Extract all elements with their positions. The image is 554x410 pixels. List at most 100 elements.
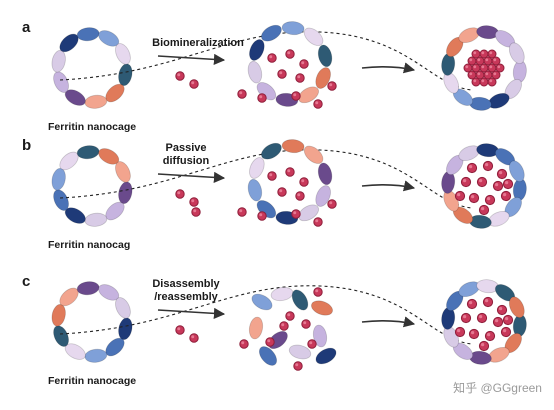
cage-label: Ferritin nanocage — [48, 121, 136, 133]
particle-highlight — [469, 72, 473, 76]
particle-highlight — [191, 335, 195, 339]
particle-highlight — [489, 79, 493, 83]
red-nanoparticle-icon — [189, 197, 199, 207]
particle-highlight — [487, 333, 491, 337]
particle-highlight — [471, 195, 475, 199]
red-nanoparticle-icon — [189, 79, 199, 89]
particle-highlight — [463, 179, 467, 183]
ferritin-subunit-icon — [298, 86, 319, 104]
method-label: Passive — [166, 142, 207, 154]
ferritin-subunit-icon — [98, 284, 120, 301]
particle-highlight — [301, 179, 305, 183]
red-nanoparticle-icon — [313, 287, 323, 297]
red-nanoparticle-icon — [175, 325, 185, 335]
method-label: Disassembly — [152, 278, 220, 290]
particle-highlight — [471, 331, 475, 335]
particle-highlight — [295, 363, 299, 367]
right-arrow-icon — [157, 307, 226, 319]
ferritin-subunit-icon — [118, 317, 133, 341]
particle-highlight — [465, 65, 469, 69]
ferritin-subunit-icon — [64, 343, 86, 360]
particle-highlight — [493, 58, 497, 62]
red-nanoparticle-icon — [460, 312, 472, 324]
particle-highlight — [457, 193, 461, 197]
red-nanoparticle-icon — [476, 176, 488, 188]
ferritin-subunit-icon — [76, 27, 100, 42]
red-nanoparticle-icon — [189, 333, 199, 343]
particle-highlight — [489, 51, 493, 55]
red-nanoparticle-icon — [466, 162, 478, 174]
panel-letter: a — [22, 19, 31, 36]
ferritin-subunit-icon — [249, 157, 265, 179]
particle-highlight — [177, 327, 181, 331]
red-nanoparticle-icon — [293, 361, 303, 371]
particle-highlight — [485, 163, 489, 167]
particle-highlight — [505, 181, 509, 185]
cage-label: Ferritin nanocage — [48, 375, 136, 387]
particle-highlight — [487, 197, 491, 201]
particle-highlight — [505, 317, 509, 321]
red-nanoparticle-icon — [299, 177, 309, 187]
red-nanoparticle-icon — [500, 190, 512, 202]
particle-highlight — [259, 213, 263, 217]
particle-highlight — [477, 72, 481, 76]
particle-highlight — [309, 341, 313, 345]
particle-highlight — [481, 343, 485, 347]
red-nanoparticle-icon — [468, 192, 480, 204]
ferritin-subunit-icon — [84, 348, 108, 363]
particle-highlight — [239, 91, 243, 95]
particle-highlight — [473, 51, 477, 55]
red-nanoparticle-icon — [482, 296, 494, 308]
particle-highlight — [479, 315, 483, 319]
red-nanoparticle-icon — [327, 81, 337, 91]
particle-highlight — [329, 83, 333, 87]
ferritin-subunit-icon — [281, 139, 305, 154]
particle-highlight — [297, 75, 301, 79]
particle-highlight — [493, 72, 497, 76]
red-nanoparticle-icon — [471, 77, 481, 87]
red-nanoparticle-icon — [482, 160, 494, 172]
ferritin-subunit-icon — [118, 63, 133, 87]
particle-highlight — [499, 171, 503, 175]
particle-highlight — [287, 313, 291, 317]
particle-highlight — [297, 193, 301, 197]
red-nanoparticle-icon — [502, 178, 514, 190]
right-arrow-icon — [361, 62, 416, 74]
ferritin-subunit-icon — [312, 324, 328, 348]
ferritin-subunit-icon — [84, 212, 108, 227]
ferritin-subunit-icon — [291, 289, 309, 311]
red-nanoparticle-icon — [307, 339, 317, 349]
ferritin-subunit-icon — [64, 89, 86, 106]
particle-highlight — [503, 193, 507, 197]
ferritin-subunit-icon — [64, 207, 86, 224]
red-nanoparticle-icon — [313, 217, 323, 227]
ferritin-subunit-icon — [315, 67, 331, 89]
particle-highlight — [485, 58, 489, 62]
particle-highlight — [315, 219, 319, 223]
red-nanoparticle-icon — [237, 207, 247, 217]
red-nanoparticle-icon — [265, 337, 275, 347]
ferritin-subunit-icon — [59, 287, 79, 307]
particle-highlight — [481, 51, 485, 55]
ferritin-subunit-icon — [508, 42, 525, 64]
ferritin-subunit-icon — [115, 43, 131, 65]
red-nanoparticle-icon — [295, 73, 305, 83]
red-nanoparticle-icon — [466, 298, 478, 310]
red-nanoparticle-icon — [496, 304, 508, 316]
particle-highlight — [485, 299, 489, 303]
particle-highlight — [469, 58, 473, 62]
ferritin-subunit-icon — [315, 347, 337, 365]
red-nanoparticle-icon — [327, 199, 337, 209]
particle-highlight — [469, 301, 473, 305]
red-nanoparticle-icon — [257, 93, 267, 103]
ferritin-subunit-icon — [84, 94, 108, 109]
red-nanoparticle-icon — [454, 190, 466, 202]
particle-highlight — [301, 61, 305, 65]
ferritin-subunit-icon — [508, 296, 525, 318]
right-arrow-icon — [157, 53, 226, 65]
ferritin-subunit-icon — [118, 181, 133, 205]
red-nanoparticle-icon — [478, 204, 490, 216]
particle-highlight — [463, 315, 467, 319]
